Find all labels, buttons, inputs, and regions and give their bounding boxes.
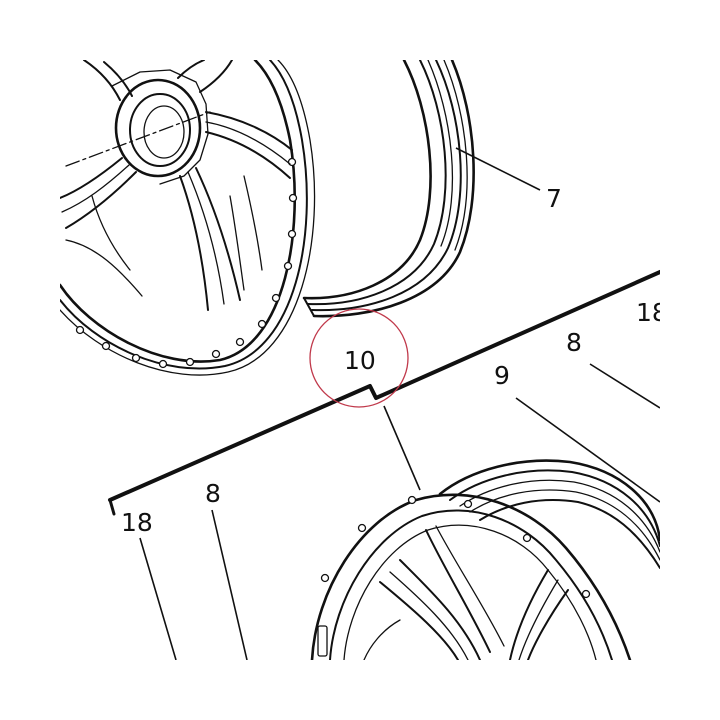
leader-lines — [139, 147, 660, 660]
upper-wheel-face — [60, 60, 316, 376]
callout-18-right: 18 — [636, 298, 668, 327]
rim-barrel-part-7 — [302, 60, 475, 318]
lower-wheel — [310, 459, 660, 660]
callout-9: 9 — [494, 361, 510, 390]
callout-8-right: 8 — [566, 328, 582, 357]
callout-18-left: 18 — [121, 508, 153, 537]
seam-line — [108, 270, 660, 516]
callout-7: 7 — [546, 184, 562, 213]
callout-8-left: 8 — [205, 479, 221, 508]
callout-10: 10 — [344, 346, 376, 375]
highlight-circle — [309, 308, 409, 408]
